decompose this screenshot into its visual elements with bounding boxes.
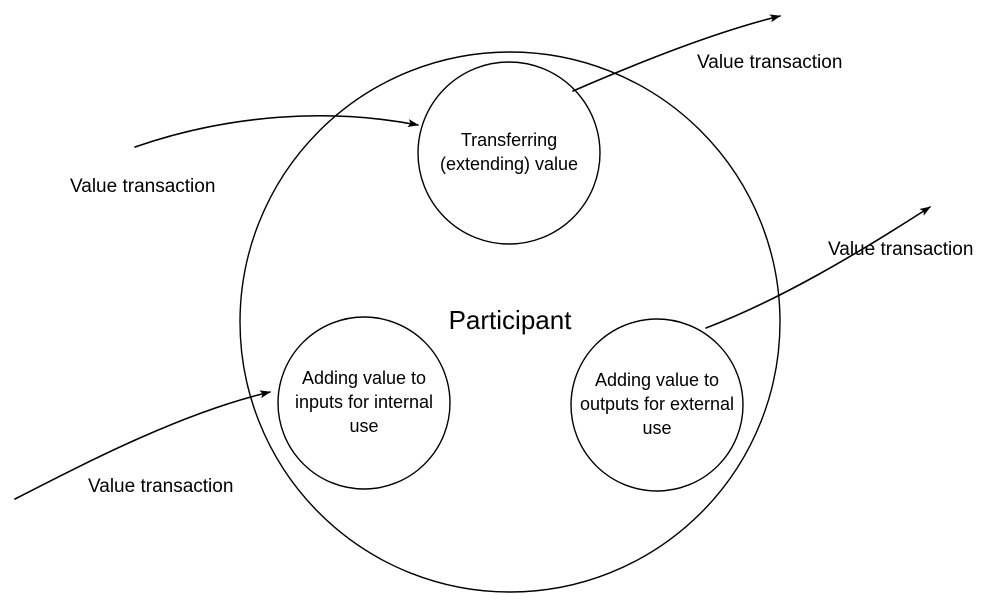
value-transaction-arrow-bottom-left — [14, 390, 271, 500]
value-transaction-label-top-right: Value transaction — [697, 52, 842, 73]
adding-value-outputs-node-line-3: use — [642, 418, 671, 438]
transferring-value-circle[interactable] — [417, 61, 601, 245]
adding-value-outputs-node-line-2: outputs for external — [580, 394, 734, 414]
transferring-value-label: Transferring (extending) value — [440, 130, 578, 174]
adding-value-outputs-circle[interactable] — [570, 318, 744, 492]
value-transaction-arrow-right — [705, 206, 931, 329]
adding-value-inputs-circle[interactable] — [277, 316, 451, 490]
value-transaction-label-left: Value transaction — [70, 176, 215, 197]
value-transaction-arrow-top-right — [572, 14, 781, 92]
adding-value-inputs-node-line-3: use — [349, 416, 378, 436]
value-transaction-arrow-top-left — [134, 115, 419, 148]
participant-boundary-circle — [239, 51, 781, 593]
adding-value-inputs-node-line-1: Adding value to — [302, 368, 426, 388]
adding-value-outputs-node-line-1: Adding value to — [595, 370, 719, 390]
adding-value-inputs-node-line-2: inputs for internal — [295, 392, 433, 412]
transferring-value-node-line-2: (extending) value — [440, 154, 578, 174]
adding-value-outputs-label: Adding value to outputs for external use — [580, 370, 734, 438]
value-transaction-label-bottom-left: Value transaction — [88, 476, 233, 497]
participant-label: Participant — [449, 305, 573, 335]
value-transaction-label-right: Value transaction — [828, 239, 973, 260]
adding-value-inputs-label: Adding value to inputs for internal use — [295, 368, 433, 436]
transferring-value-node-line-1: Transferring — [461, 130, 557, 150]
